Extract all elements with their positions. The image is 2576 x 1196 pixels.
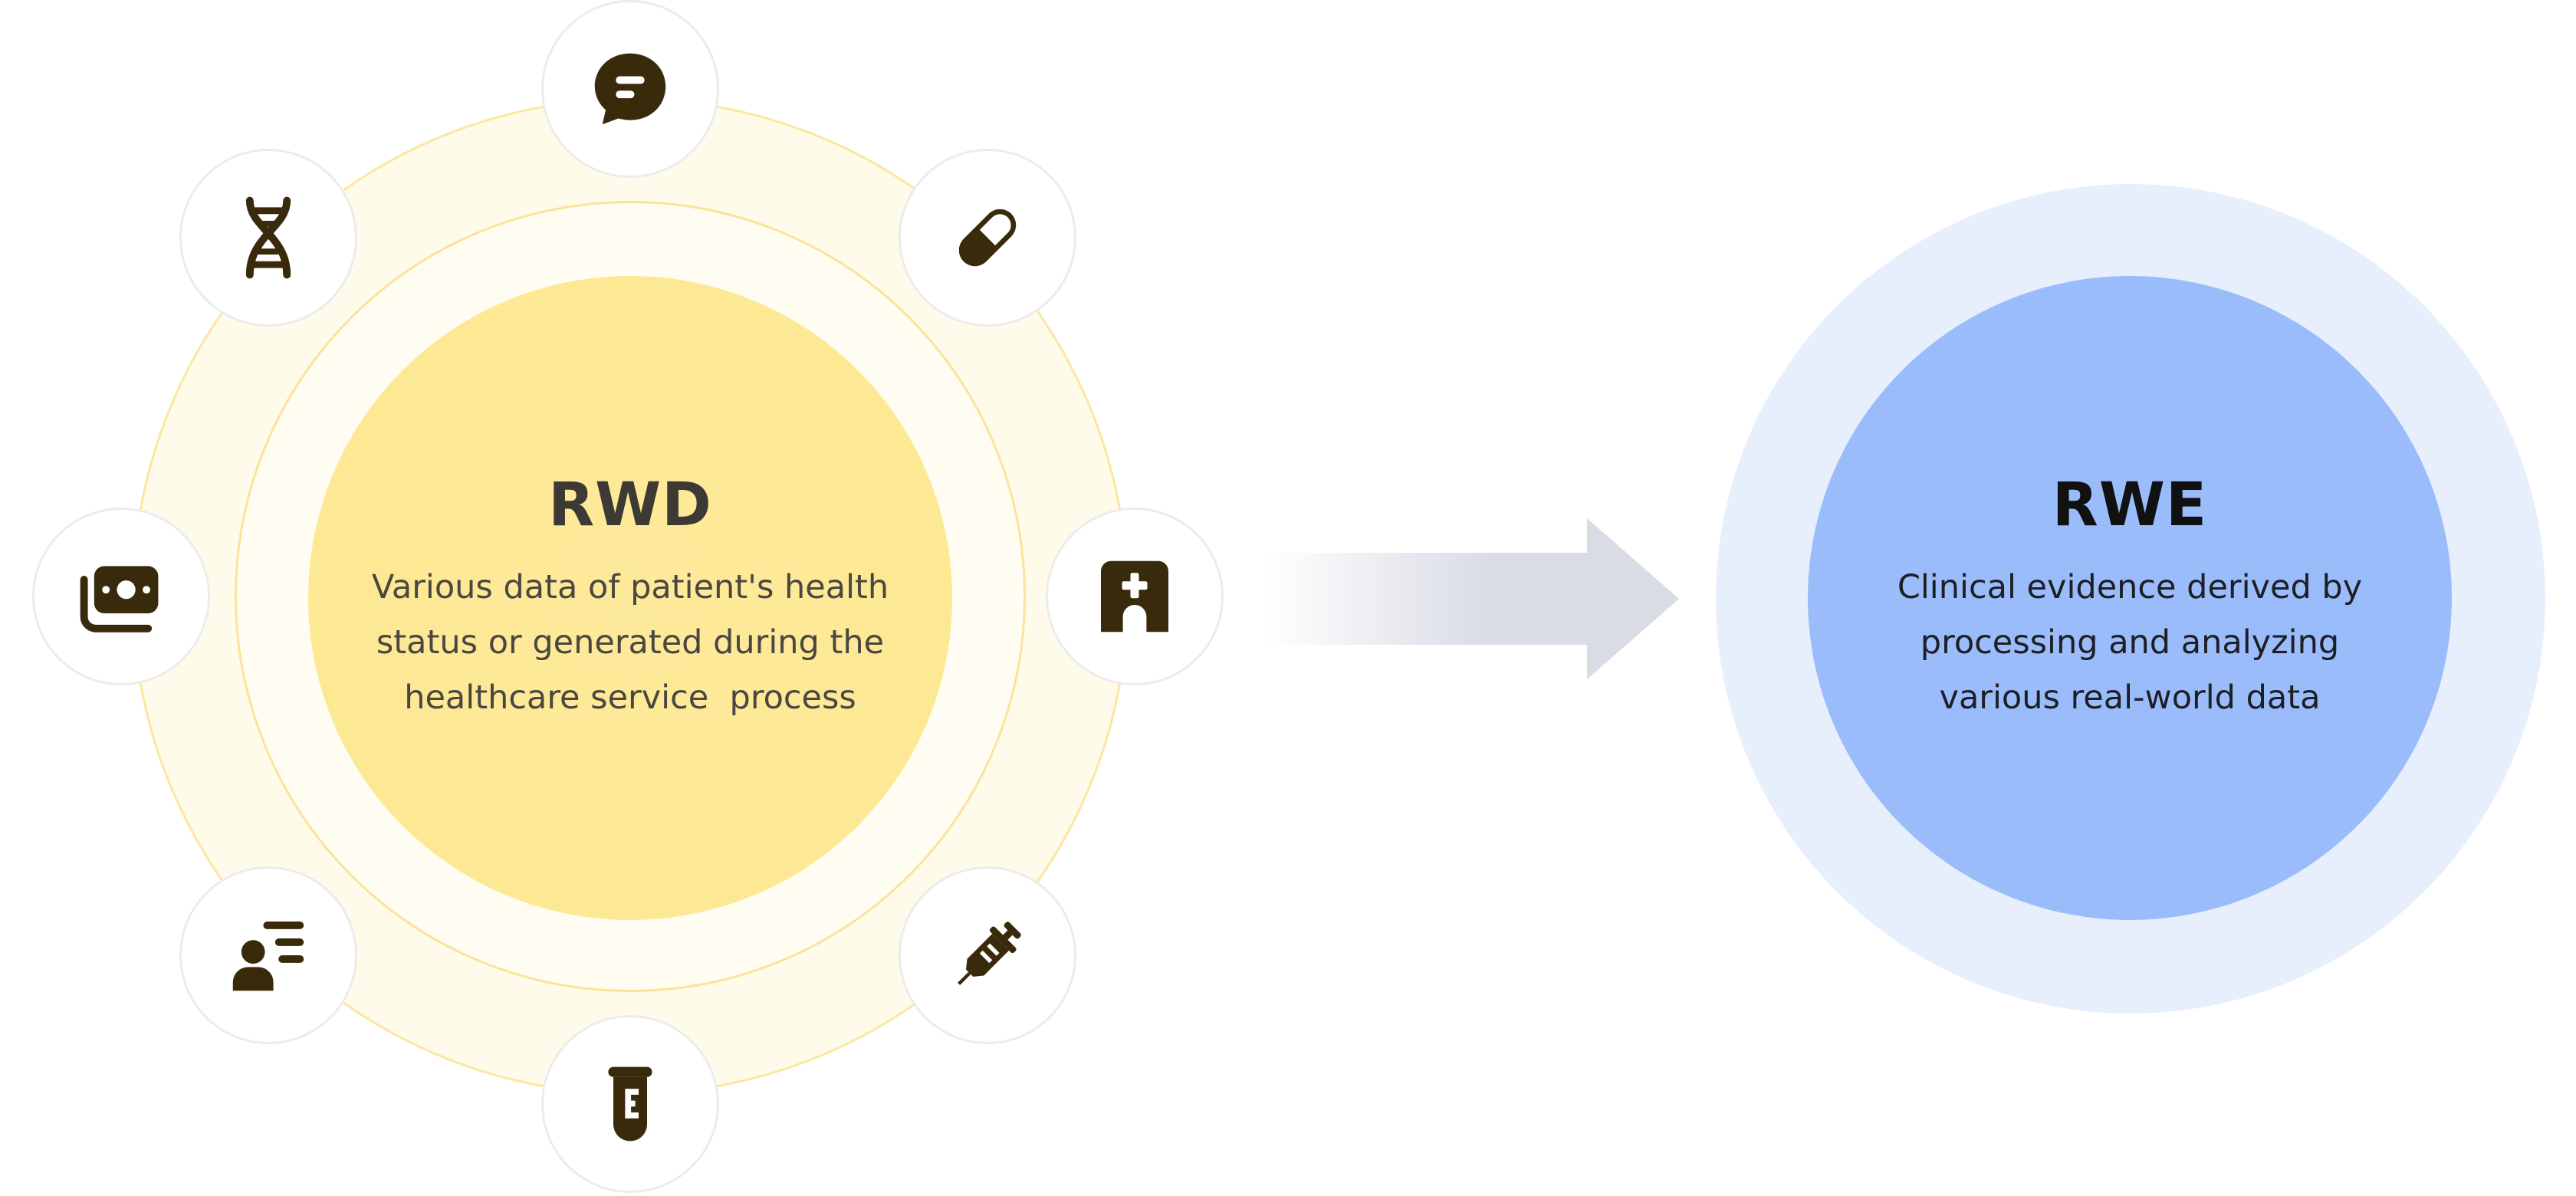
- rwe-description-line: processing and analyzing: [1920, 623, 2340, 662]
- test-tube-bubble: [541, 1015, 719, 1193]
- syringe-icon: [958, 922, 1021, 985]
- rwd-text-block: RWD Various data of patient's health sta…: [308, 276, 952, 920]
- rwd-description-line: status or generated during the: [376, 623, 885, 662]
- rwe-description-line: various real-world data: [1939, 678, 2321, 717]
- pill-bubble: [899, 149, 1076, 327]
- patient-record-bubble: [179, 866, 357, 1044]
- rwd-description: Various data of patient's health status …: [354, 560, 906, 725]
- rwe-description: Clinical evidence derived by processing …: [1854, 560, 2406, 725]
- rwd-description-line: Various data of patient's health: [371, 568, 889, 606]
- dna-icon: [245, 196, 291, 279]
- cash-bubble: [32, 508, 210, 685]
- rwd-description-line: healthcare service process: [404, 678, 856, 717]
- rwe-text-block: RWE Clinical evidence derived by process…: [1808, 276, 2452, 920]
- chat-bubble: [541, 0, 719, 178]
- dna-bubble: [179, 149, 357, 327]
- chat-icon: [594, 53, 666, 125]
- syringe-bubble: [899, 866, 1076, 1044]
- rwd-title: RWD: [548, 471, 712, 540]
- rwe-description-line: Clinical evidence derived by: [1897, 568, 2363, 606]
- hospital-bubble: [1046, 508, 1224, 685]
- patient-record-icon: [232, 922, 304, 991]
- rwd-core-circle: RWD Various data of patient's health sta…: [308, 276, 952, 920]
- hospital-icon: [1101, 560, 1168, 632]
- rwe-core-circle: RWE Clinical evidence derived by process…: [1808, 276, 2452, 920]
- cash-icon: [80, 566, 159, 632]
- rwe-title: RWE: [2052, 471, 2208, 540]
- test-tube-icon: [608, 1066, 652, 1142]
- flow-arrow: [1265, 518, 1679, 679]
- pill-icon: [958, 209, 1017, 267]
